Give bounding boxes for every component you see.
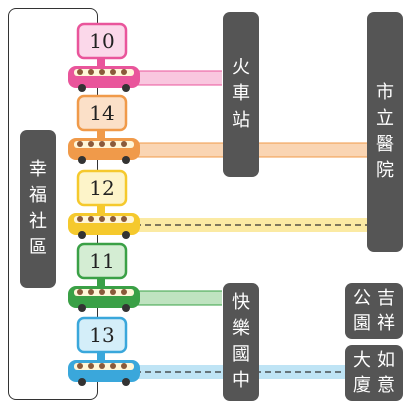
happy-school-char: 中: [232, 370, 250, 392]
bus-wheel: [78, 231, 86, 239]
bus-wheel: [78, 84, 86, 92]
route-number: 11: [89, 249, 114, 273]
community-char: 社: [29, 211, 47, 232]
community-box: 幸福社區: [20, 130, 56, 288]
happy-school-box: 快樂國中: [223, 283, 259, 401]
bus-passenger: [110, 69, 116, 75]
route-band: [130, 71, 222, 85]
bus-passenger: [88, 289, 94, 295]
bus-passenger: [99, 289, 105, 295]
jixiang-park-char: 吉: [377, 287, 395, 309]
route-sign-post: [97, 205, 105, 217]
hospital-char: 立: [376, 107, 394, 129]
train-station-box: 火車站: [223, 12, 259, 177]
route-number: 12: [89, 176, 114, 200]
bus-passenger: [121, 141, 127, 147]
bus-passenger: [121, 363, 127, 369]
bus-wheel: [122, 156, 130, 164]
ruyi-mansion-char: 廈: [353, 374, 371, 396]
bus-wheel: [122, 304, 130, 312]
community-char: 區: [29, 237, 47, 259]
route-sign-post: [97, 58, 105, 70]
bus-passenger: [88, 363, 94, 369]
jixiang-park-box: 公吉園祥: [345, 283, 403, 339]
jixiang-park-char: 公: [353, 287, 371, 309]
train-station-char: 站: [232, 109, 250, 131]
bus-passenger: [77, 141, 83, 147]
bus-wheel: [78, 304, 86, 312]
bus-wheel: [122, 378, 130, 386]
bus-passenger: [121, 289, 127, 295]
bus-passenger: [99, 216, 105, 222]
route-sign-post: [97, 130, 105, 142]
bus-passenger: [77, 363, 83, 369]
bus-passenger: [99, 141, 105, 147]
bus-passenger: [77, 289, 83, 295]
hospital-char: 市: [376, 81, 394, 103]
bus-passenger: [88, 216, 94, 222]
community-char: 福: [29, 184, 47, 206]
bus-wheel: [122, 231, 130, 239]
route-sign-post: [97, 352, 105, 364]
ruyi-mansion-char: 大: [353, 349, 371, 371]
bus-passenger: [110, 363, 116, 369]
happy-school-char: 快: [232, 291, 250, 313]
community-char: 幸: [29, 158, 47, 180]
bus-passenger: [110, 141, 116, 147]
hospital-char: 醫: [376, 134, 394, 155]
route-number: 14: [89, 101, 114, 125]
ruyi-mansion-char: 意: [377, 374, 395, 396]
bus-passenger: [77, 69, 83, 75]
jixiang-park-char: 祥: [377, 312, 395, 334]
ruyi-mansion-char: 如: [377, 349, 395, 371]
jixiang-park-char: 園: [353, 312, 371, 334]
ruyi-mansion-box: 大如廈意: [345, 345, 403, 401]
bus-passenger: [88, 141, 94, 147]
bus-passenger: [99, 363, 105, 369]
bus-passenger: [121, 216, 127, 222]
bus-wheel: [78, 378, 86, 386]
train-station-char: 火: [232, 57, 250, 79]
bus-passenger: [99, 69, 105, 75]
bus-passenger: [77, 216, 83, 222]
hospital-box: 市立醫院: [367, 12, 403, 252]
route-sign-post: [97, 278, 105, 290]
bus-passenger: [110, 216, 116, 222]
happy-school-char: 國: [232, 344, 250, 365]
train-station-char: 車: [232, 83, 250, 105]
route-number: 13: [89, 323, 114, 347]
hospital-char: 院: [376, 160, 394, 182]
route-band: [130, 291, 222, 305]
bus-wheel: [122, 84, 130, 92]
route-number: 10: [89, 29, 114, 53]
bus-passenger: [88, 69, 94, 75]
bus-passenger: [110, 289, 116, 295]
bus-passenger: [121, 69, 127, 75]
bus-wheel: [78, 156, 86, 164]
happy-school-char: 樂: [232, 317, 250, 339]
